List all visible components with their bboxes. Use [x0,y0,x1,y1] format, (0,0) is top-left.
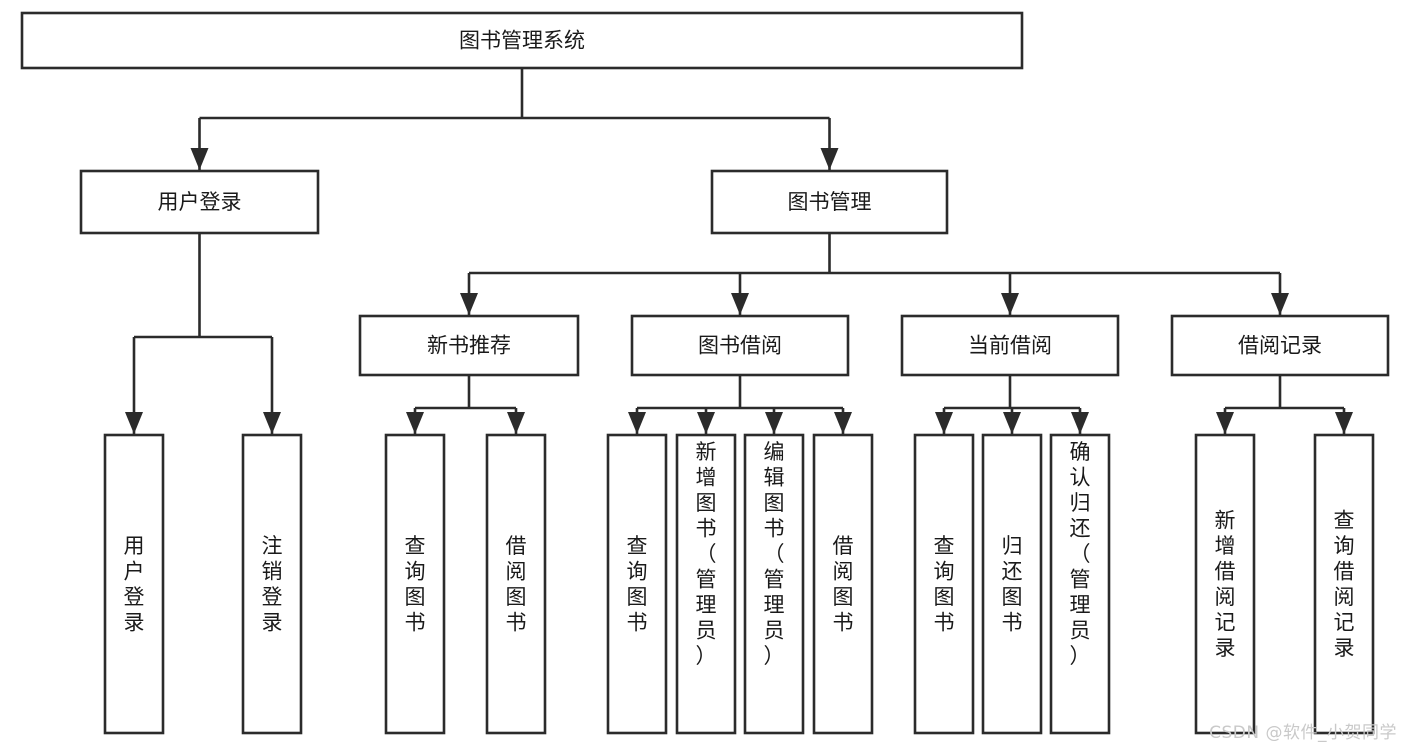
node-box [710,169,949,235]
node-leaf-user-login[interactable]: 用户登录 [103,433,165,735]
nodes-layer: 图书管理系统用户登录图书管理新书推荐图书借阅当前借阅借阅记录用户登录注销登录查询… [20,11,1390,735]
connectors-layer [125,68,1353,434]
arrow-head-icon [628,412,646,434]
node-box [1049,433,1111,735]
node-box [675,433,737,735]
node-label: 图书管理 [788,190,872,214]
node-box [103,433,165,735]
node-leaf-user-logout[interactable]: 注销登录 [241,433,303,735]
node-box [812,433,874,735]
node-label: 查询借阅记录 [1334,508,1355,660]
node-box [485,433,547,735]
node-box [20,11,1024,70]
node-box [1194,433,1256,735]
node-label: 归还图书 [1002,534,1023,635]
arrow-head-icon [125,412,143,434]
node-box [606,433,668,735]
node-box [981,433,1043,735]
watermark-text: CSDN @软件_小贺同学 [1209,723,1397,743]
node-label: 查询图书 [627,534,648,635]
node-label: 用户登录 [158,190,242,214]
node-leaf-edit-book[interactable]: 编辑图书（管理员） [743,433,805,735]
node-label: 当前借阅 [968,334,1052,358]
node-borrow-record[interactable]: 借阅记录 [1170,314,1390,377]
node-user-login[interactable]: 用户登录 [79,169,320,235]
node-leaf-query-book-borrow[interactable]: 查询图书 [606,433,668,735]
node-book-borrow[interactable]: 图书借阅 [630,314,850,377]
arrow-head-icon [765,412,783,434]
arrow-head-icon [1003,412,1021,434]
node-label: 注销登录 [262,534,283,635]
node-box [384,433,446,735]
node-label: 图书管理系统 [459,29,585,53]
node-label: 图书借阅 [698,334,782,358]
node-box [1170,314,1390,377]
node-leaf-borrow-book[interactable]: 借阅图书 [812,433,874,735]
node-leaf-return-book[interactable]: 归还图书 [981,433,1043,735]
node-label: 确认归还（管理员） [1070,440,1091,668]
node-box [913,433,975,735]
arrow-head-icon [1071,412,1089,434]
node-label: 查询图书 [934,534,955,635]
node-box [900,314,1120,377]
node-book-management[interactable]: 图书管理 [710,169,949,235]
node-root[interactable]: 图书管理系统 [20,11,1024,70]
arrow-head-icon [834,412,852,434]
node-label: 新增借阅记录 [1215,508,1236,660]
node-leaf-query-borrow-record[interactable]: 查询借阅记录 [1313,433,1375,735]
node-leaf-add-book[interactable]: 新增图书（管理员） [675,433,737,735]
node-label: 新书推荐 [427,334,511,358]
node-label: 编辑图书（管理员） [764,440,785,668]
node-label: 借阅图书 [833,534,854,635]
node-leaf-borrow-book-recommend[interactable]: 借阅图书 [485,433,547,735]
node-new-book-recommend[interactable]: 新书推荐 [358,314,580,377]
node-box [630,314,850,377]
node-box [358,314,580,377]
node-leaf-confirm-return[interactable]: 确认归还（管理员） [1049,433,1111,735]
arrow-head-icon [460,293,478,315]
arrow-head-icon [935,412,953,434]
node-box [241,433,303,735]
node-label: 新增图书（管理员） [696,440,717,668]
node-leaf-query-book-recommend[interactable]: 查询图书 [384,433,446,735]
node-box [79,169,320,235]
node-leaf-query-book-current[interactable]: 查询图书 [913,433,975,735]
arrow-head-icon [190,148,209,170]
arrow-head-icon [507,412,525,434]
node-box [1313,433,1375,735]
arrow-head-icon [1216,412,1234,434]
arrow-head-icon [406,412,424,434]
arrow-head-icon [820,148,839,170]
node-label: 查询图书 [405,534,426,635]
node-label: 借阅图书 [506,534,527,635]
arrow-head-icon [1001,293,1019,315]
node-label: 用户登录 [124,534,145,635]
arrow-head-icon [1335,412,1353,434]
node-current-borrow[interactable]: 当前借阅 [900,314,1120,377]
node-label: 借阅记录 [1238,334,1322,358]
node-box [743,433,805,735]
node-leaf-add-borrow-record[interactable]: 新增借阅记录 [1194,433,1256,735]
arrow-head-icon [731,293,749,315]
arrow-head-icon [697,412,715,434]
arrow-head-icon [1271,293,1289,315]
arrow-head-icon [263,412,281,434]
